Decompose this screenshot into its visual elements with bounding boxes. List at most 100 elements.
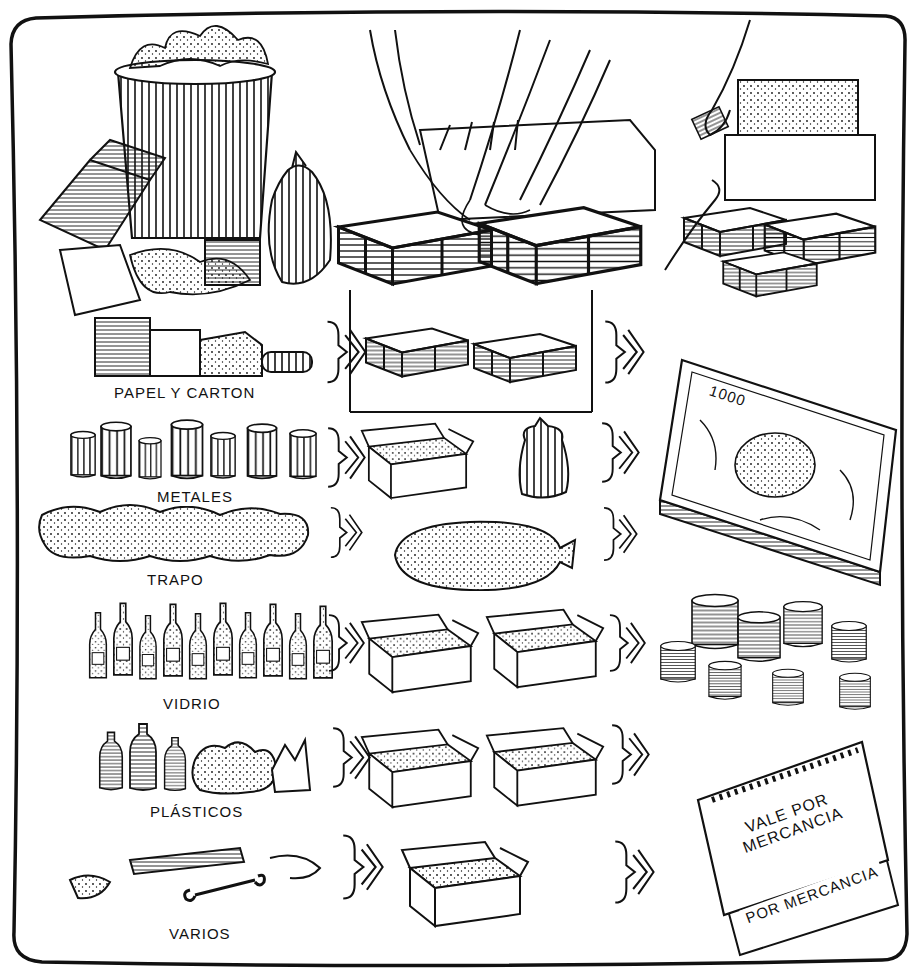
- box: [725, 135, 875, 200]
- coin-stack: [738, 612, 780, 662]
- can: [211, 432, 235, 478]
- bottle: [290, 614, 307, 679]
- trash-can-scene: [40, 26, 331, 315]
- open-box: [487, 728, 603, 806]
- banknote: [692, 107, 728, 140]
- rags: [39, 505, 308, 561]
- paper-bundle: [339, 212, 492, 284]
- banknote-ornament: [700, 420, 853, 530]
- bottle: [314, 606, 332, 678]
- vouchers: [698, 742, 898, 955]
- misc-row: [70, 842, 528, 926]
- hand-receiving: [665, 20, 750, 270]
- coin-stack: [773, 669, 804, 705]
- sack: [520, 418, 569, 498]
- bottle: [114, 603, 132, 675]
- bottle: [190, 614, 207, 679]
- can: [290, 430, 316, 479]
- category-label: VARIOS: [165, 924, 235, 943]
- voucher-text: POR MERCANCIA: [739, 860, 884, 929]
- box: [738, 80, 858, 135]
- plastic-scrap: [272, 740, 310, 792]
- flow-arrow: [615, 841, 653, 902]
- bottle: [90, 613, 107, 678]
- plastic-row: [100, 724, 603, 807]
- paper-bundle: [474, 334, 576, 382]
- banknote-portrait: [735, 433, 815, 497]
- flow-arrow: [328, 428, 365, 487]
- trash-bag: [269, 152, 331, 284]
- bottle: [240, 613, 257, 678]
- paper-bundle: [366, 329, 468, 377]
- category-label: TRAPO: [143, 570, 208, 589]
- plank: [130, 848, 244, 874]
- banknote-border: [672, 372, 884, 560]
- column-divider: [350, 290, 592, 412]
- paper-bundle: [479, 208, 641, 284]
- voucher-text: VALE POR MERCANCIA: [719, 781, 862, 865]
- can: [71, 431, 95, 477]
- string: [410, 150, 530, 235]
- plastic-bottle: [100, 732, 123, 789]
- flow-arrow: [610, 615, 645, 671]
- bottle-row: [440, 120, 518, 150]
- bottle: [214, 603, 232, 675]
- crumpled-paper: [130, 26, 268, 68]
- flow-arrow: [328, 322, 366, 382]
- plastic-bags: [192, 742, 275, 793]
- flow-arrow: [331, 508, 362, 558]
- flow-arrow: [343, 836, 382, 899]
- flow-arrow: [612, 725, 649, 784]
- can: [139, 438, 161, 479]
- coin-stacks: [661, 595, 871, 710]
- spilled-boxes: [40, 140, 165, 250]
- carton: [150, 330, 200, 376]
- wavy-frame: [11, 11, 907, 965]
- open-box: [402, 842, 528, 926]
- scrap: [70, 875, 110, 898]
- flow-arrows: [328, 321, 654, 902]
- open-box: [487, 610, 603, 688]
- bone: [185, 875, 265, 900]
- delivering-scene: [665, 20, 875, 296]
- can: [172, 420, 203, 478]
- paper-roll: [262, 352, 312, 372]
- coin-stack: [840, 673, 871, 709]
- category-label: VIDRIO: [159, 694, 225, 713]
- bottle: [264, 604, 282, 676]
- carton: [95, 318, 150, 376]
- small-box: [205, 240, 260, 285]
- plastic-bottle: [130, 724, 156, 790]
- category-label: PLÁSTICOS: [146, 802, 247, 821]
- flow-arrow: [329, 615, 364, 671]
- flow-arrow: [604, 508, 637, 560]
- spilled-boxes: [60, 245, 140, 315]
- coin-stack: [692, 595, 738, 649]
- open-box: [362, 424, 473, 498]
- tying-bundles-scene: [339, 30, 656, 284]
- rag-bundle: [395, 522, 575, 590]
- banknote-stack: [660, 360, 896, 585]
- open-box: [362, 615, 478, 693]
- can: [101, 422, 131, 478]
- plastic-bottle: [165, 738, 186, 791]
- category-label: METALES: [153, 487, 237, 506]
- open-box: [362, 730, 478, 808]
- category-label: PAPEL Y CARTON: [110, 383, 259, 402]
- voucher: [698, 742, 888, 915]
- can: [248, 424, 277, 478]
- paper-bundle: [723, 252, 817, 296]
- flow-arrow: [333, 728, 370, 787]
- carton: [200, 332, 262, 376]
- strap: [270, 856, 320, 879]
- coin-stack: [709, 661, 741, 699]
- flow-arrow: [605, 321, 643, 382]
- coin-stack: [784, 602, 822, 647]
- coin-stack: [832, 622, 867, 663]
- flow-arrow: [602, 423, 639, 482]
- bottle: [164, 604, 182, 676]
- hands-tying: [370, 30, 610, 205]
- glass-row: [90, 603, 603, 692]
- paper-row: [95, 318, 576, 382]
